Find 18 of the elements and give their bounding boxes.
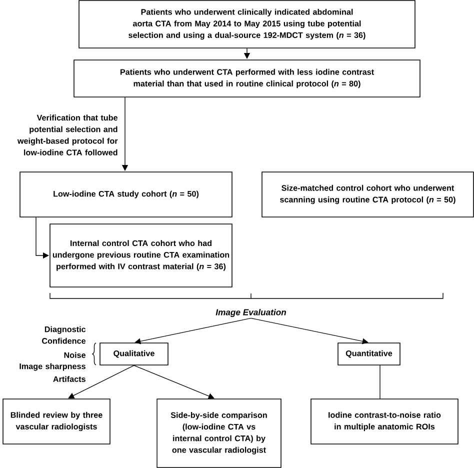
- flow-box: Quantitative: [338, 342, 400, 366]
- criteria-label: Image sharpness: [20, 363, 86, 371]
- flow-box: Low-iodine CTA study cohort (n = 50): [20, 172, 232, 218]
- flow-box: Blinded review by three vascular radiologists: [2, 398, 110, 444]
- flow-box: Qualitative: [100, 342, 168, 366]
- criteria-label: Noise: [64, 352, 86, 358]
- flow-box: Internal control CTA cohort who had undergone previous routine CTA examination performed with IV contrast material (n = 36): [50, 224, 232, 288]
- criteria-label: Artifacts: [53, 376, 86, 382]
- flow-box: Iodine contrast-to-noise ratio in multiple anatomic ROIs: [310, 398, 458, 444]
- edge-label: Verification that tube potential selection and weight-based protocol for low-iodine CTA followed: [17, 114, 118, 156]
- criteria-label: Diagnostic Confidence: [42, 326, 86, 344]
- flow-box: Size-matched control cohort who underwent scanning using routine CTA protocol (n = 50): [262, 172, 474, 218]
- flow-box: Patients who underwent CTA performed with less iodine contrast material than that used in routine clinical protocol (n = 80): [74, 60, 420, 98]
- heading-text: Image Evaluation: [216, 309, 286, 317]
- flow-box: Patients who underwent clinically indicated abdominal aorta CTA from May 2014 to May 2015 using tube potential selection and using a dual-source 192-MDCT system (n = 36): [78, 0, 416, 48]
- flow-box: Side-by-side comparison (low-iodine CTA vs internal control CTA) by one vascular radiologist: [156, 398, 282, 468]
- arrow: [134, 365, 214, 399]
- arrow: [68, 365, 134, 398]
